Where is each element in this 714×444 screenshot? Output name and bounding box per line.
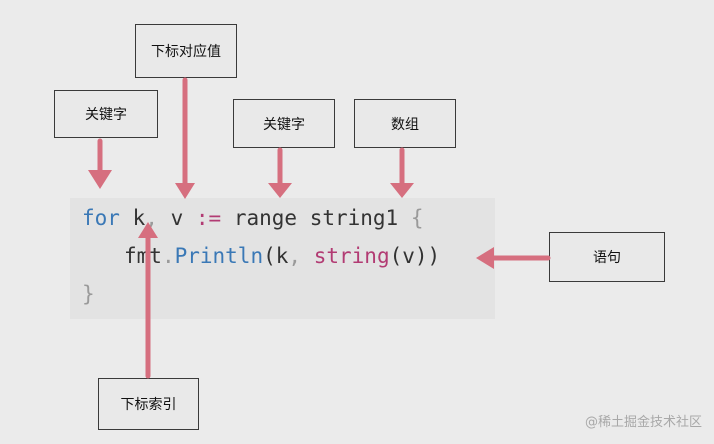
brace-close: } [82, 282, 95, 306]
dot: . [161, 244, 175, 268]
arg-v: v [402, 244, 415, 268]
label-index-value: 下标对应值 [135, 24, 237, 78]
arrowhead-array [390, 183, 414, 198]
arrowhead-index-value [175, 183, 195, 199]
arrowhead-index [138, 222, 158, 238]
watermark: @稀土掘金技术社区 [584, 415, 702, 430]
var-string1: string1 [309, 206, 399, 230]
comma: , [288, 244, 302, 268]
arrowhead-statement [476, 247, 494, 269]
code-panel: for k, v := range string1 { fmt.Println(… [70, 198, 495, 319]
var-v: v [170, 206, 184, 230]
brace-open: { [410, 206, 424, 230]
keyword-for: for [82, 206, 120, 230]
assign-operator: := [195, 206, 222, 230]
arrowhead-keyword-for [88, 170, 112, 189]
func-println: Println [174, 244, 264, 268]
label-keyword-range: 关键字 [233, 99, 335, 148]
pkg-fmt: fmt [124, 244, 162, 268]
paren-close: )) [414, 244, 441, 268]
arg-k: k [275, 244, 289, 268]
paren-open: ( [389, 244, 403, 268]
label-keyword-for: 关键字 [54, 90, 158, 138]
label-index: 下标索引 [98, 378, 199, 430]
keyword-range: range [233, 206, 298, 230]
label-statement: 语句 [549, 232, 665, 282]
code-line-3: } [82, 282, 95, 306]
code-line-2: fmt.Println(k, string(v)) [124, 244, 440, 268]
arrowhead-keyword-range [268, 183, 292, 198]
paren-open: ( [263, 244, 276, 268]
label-array: 数组 [354, 99, 456, 148]
var-k: k [132, 206, 146, 230]
type-string: string [313, 244, 390, 268]
